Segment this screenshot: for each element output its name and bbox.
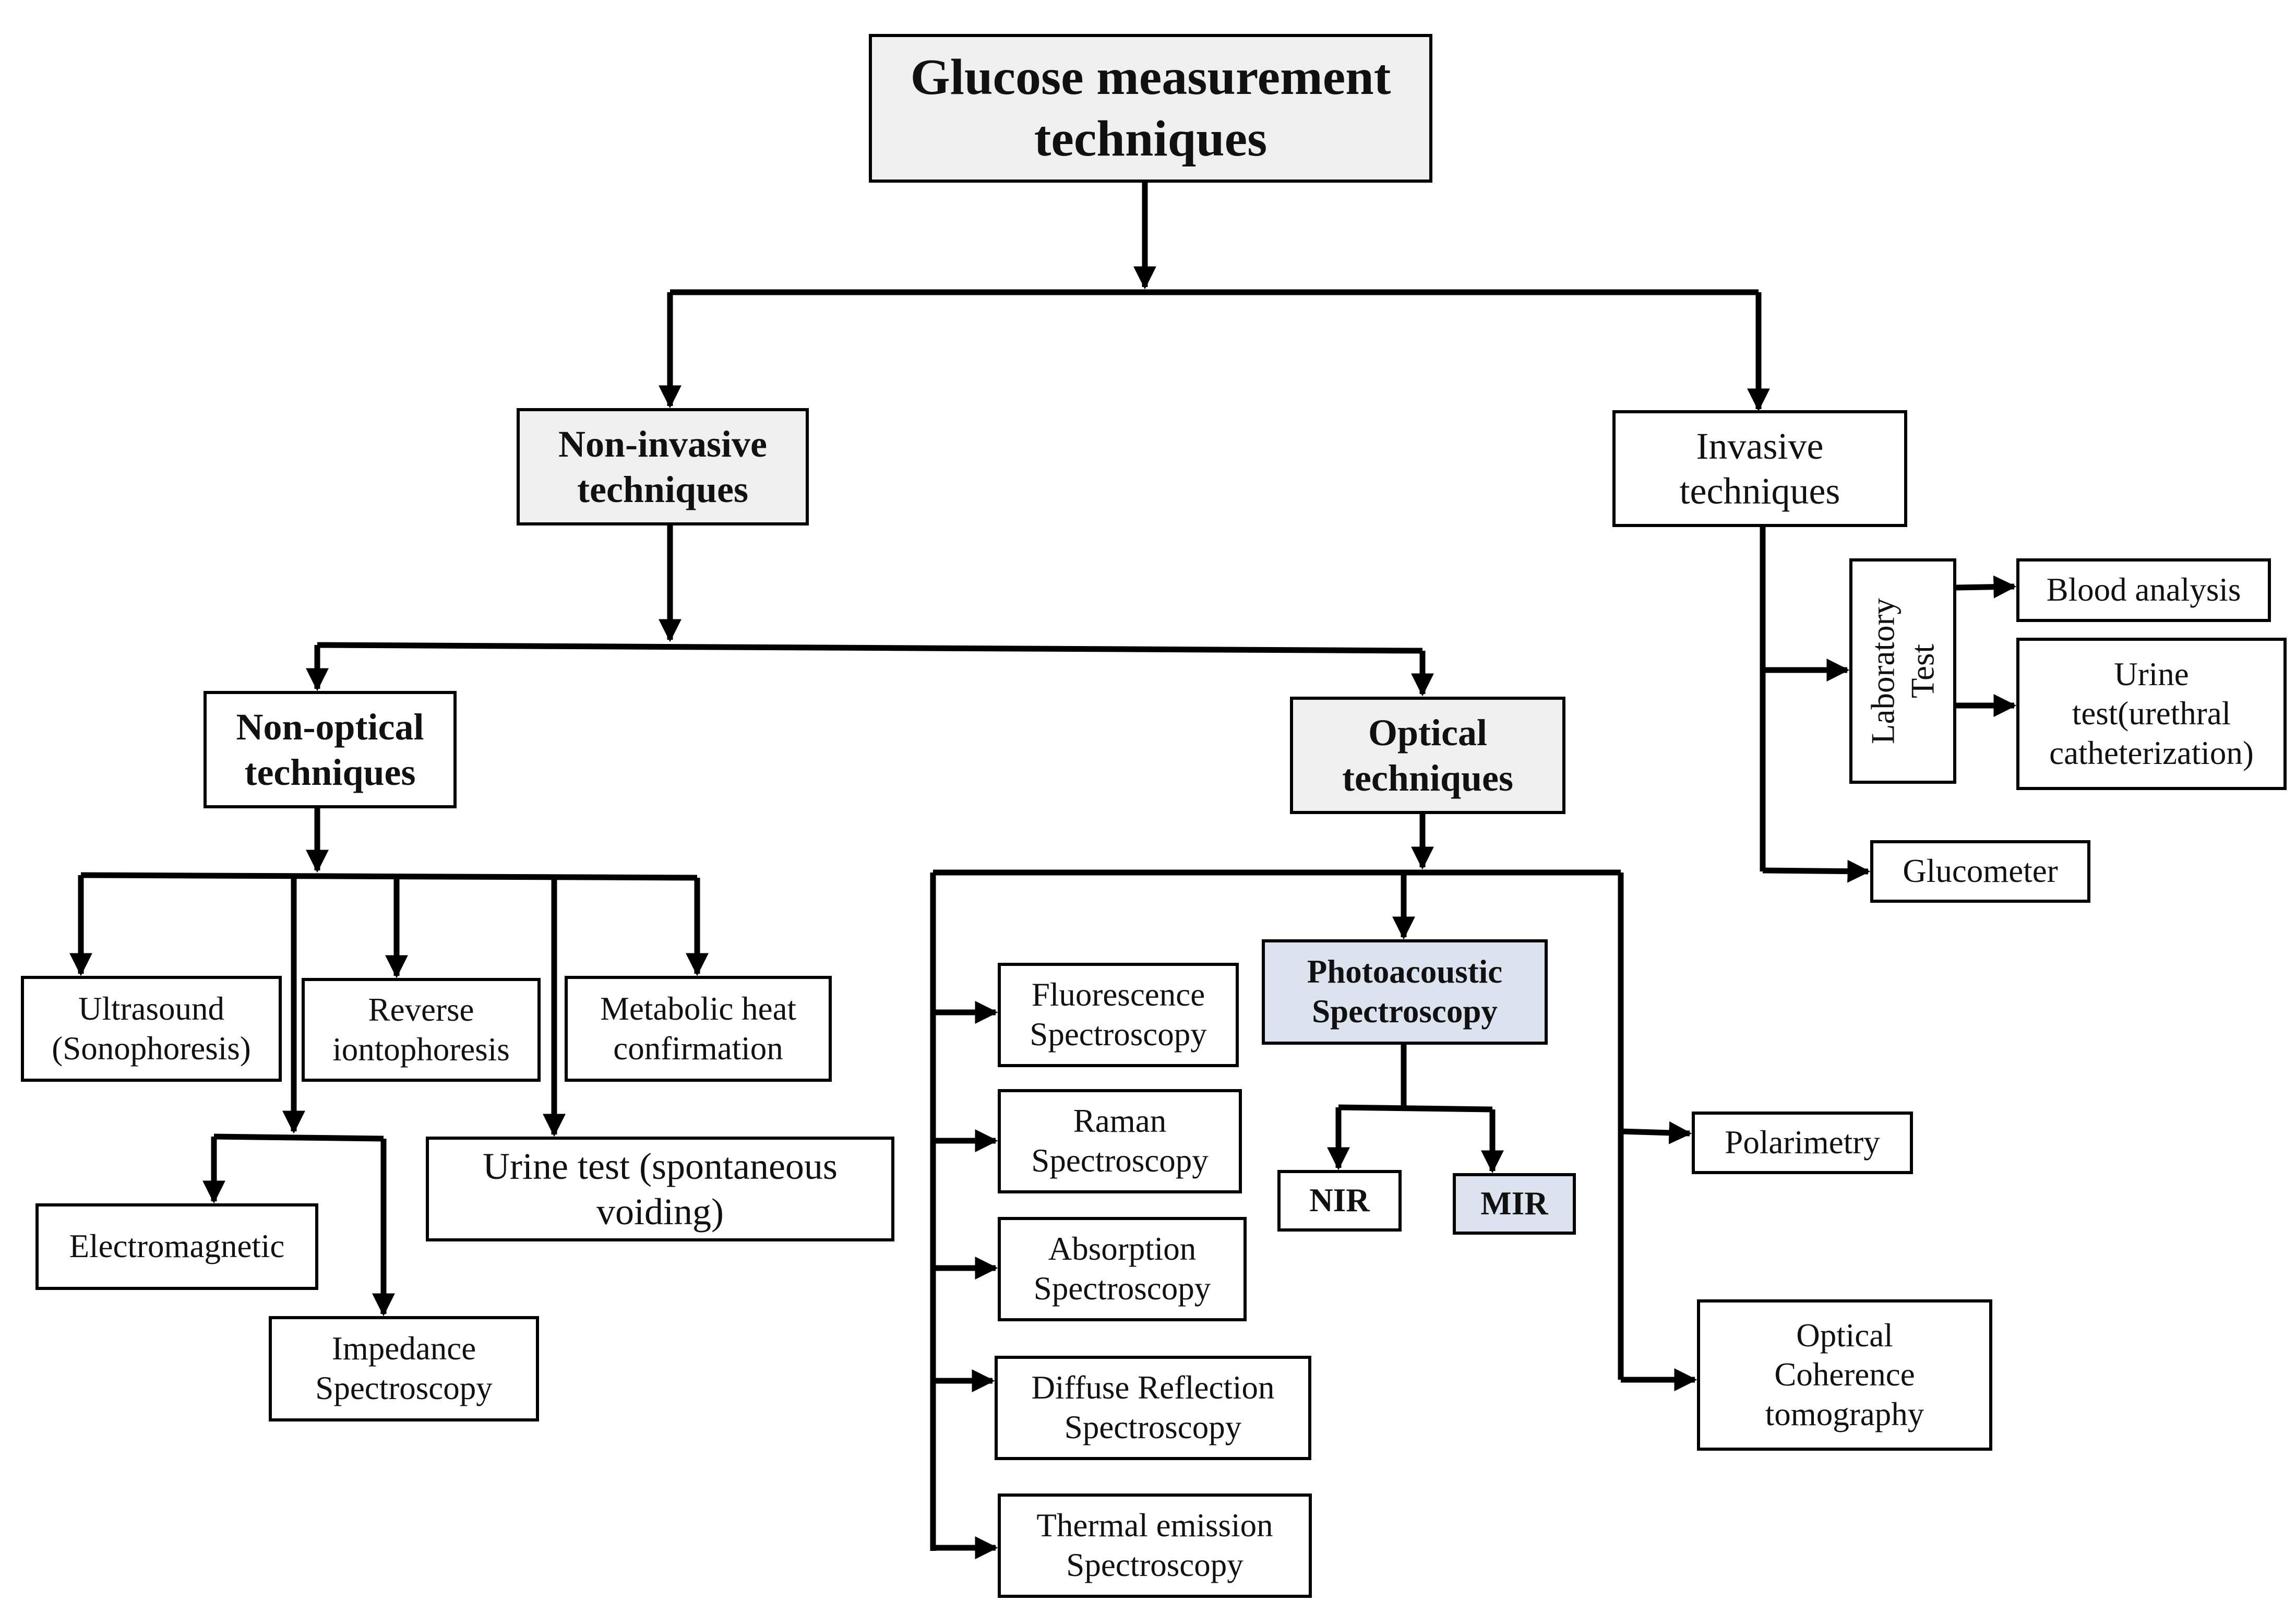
laboratory-test-label: Laboratory Test [1863, 598, 1942, 744]
glucometer-line1: Glucometer [1903, 853, 2058, 890]
metabolic-heat-line2: confirmation [613, 1030, 783, 1067]
laboratory-test-node: Laboratory Test [1849, 558, 1956, 784]
urine-catheter-line3: catheterization) [2049, 734, 2254, 771]
urine-test-spontaneous-node: Urine test (spontaneous voiding) [426, 1137, 894, 1241]
diffuse-reflection-line1: Diffuse Reflection [1031, 1369, 1275, 1406]
impedance-spectroscopy-node: Impedance Spectroscopy [269, 1316, 539, 1421]
urine-catheter-line2: test(urethral [2072, 695, 2231, 732]
nir-line1: NIR [1309, 1182, 1370, 1219]
oct-line3: tomography [1765, 1395, 1924, 1432]
ultrasound-line1: Ultrasound [78, 990, 224, 1027]
diffuse-reflection-line2: Spectroscopy [1064, 1409, 1242, 1445]
connector-to-polarimetry [1620, 1121, 1692, 1144]
absorption-line1: Absorption [1048, 1230, 1197, 1268]
reverse-iontophoresis-line1: Reverse [368, 991, 474, 1028]
connector-em-bar [213, 1133, 384, 1142]
urine-test-spontaneous-line1: Urine test (spontaneous [483, 1145, 838, 1188]
fluorescence-line1: Fluorescence [1031, 976, 1205, 1013]
oct-line2: Coherence [1774, 1356, 1915, 1393]
photoacoustic-line1: Photoacoustic [1307, 953, 1503, 990]
polarimetry-node: Polarimetry [1692, 1112, 1913, 1174]
fluorescence-line2: Spectroscopy [1030, 1016, 1207, 1053]
reverse-iontophoresis-line2: iontophoresis [332, 1031, 510, 1068]
thermal-emission-spectroscopy-node: Thermal emission Spectroscopy [998, 1493, 1312, 1598]
invasive-node: Invasive techniques [1612, 410, 1907, 527]
electromagnetic-line1: Electromagnetic [69, 1228, 285, 1265]
raman-line2: Spectroscopy [1031, 1142, 1209, 1179]
raman-spectroscopy-node: Raman Spectroscopy [998, 1089, 1242, 1193]
root-node-line2: techniques [1034, 110, 1267, 167]
fluorescence-spectroscopy-node: Fluorescence Spectroscopy [998, 963, 1239, 1067]
electromagnetic-node: Electromagnetic [35, 1203, 318, 1290]
invasive-line2: techniques [1679, 470, 1840, 512]
connector-non-optical-bar [80, 872, 698, 881]
urine-catheterization-node: Urine test(urethral catheterization) [2016, 638, 2287, 790]
mir-node: MIR [1453, 1173, 1576, 1235]
diffuse-reflection-spectroscopy-node: Diffuse Reflection Spectroscopy [995, 1356, 1311, 1460]
ultrasound-line2: (Sonophoresis) [52, 1030, 251, 1067]
non-invasive-node: Non-invasive techniques [517, 408, 809, 525]
absorption-spectroscopy-node: Absorption Spectroscopy [998, 1217, 1247, 1321]
optical-line2: techniques [1342, 757, 1514, 799]
laboratory-line2: Test [1904, 643, 1941, 699]
metabolic-heat-line1: Metabolic heat [600, 990, 797, 1027]
invasive-line1: Invasive [1696, 425, 1824, 467]
glucometer-node: Glucometer [1870, 840, 2090, 903]
thermal-emission-line1: Thermal emission [1036, 1507, 1273, 1544]
metabolic-heat-node: Metabolic heat confirmation [565, 976, 832, 1082]
laboratory-line1: Laboratory [1864, 598, 1901, 744]
non-invasive-line2: techniques [577, 468, 749, 510]
connector-to-blood [1955, 575, 2017, 599]
non-optical-node: Non-optical techniques [204, 691, 457, 808]
optical-coherence-tomography-node: Optical Coherence tomography [1697, 1299, 1992, 1451]
ultrasound-node: Ultrasound (Sonophoresis) [21, 976, 282, 1082]
blood-analysis-line1: Blood analysis [2046, 571, 2241, 608]
photoacoustic-spectroscopy-node: Photoacoustic Spectroscopy [1262, 939, 1548, 1045]
photoacoustic-line2: Spectroscopy [1312, 993, 1498, 1030]
polarimetry-line1: Polarimetry [1725, 1124, 1880, 1161]
root-node: Glucose measurement techniques [869, 34, 1432, 183]
optical-node: Optical techniques [1290, 697, 1565, 814]
optical-line1: Optical [1368, 712, 1487, 754]
urine-test-spontaneous-line2: voiding) [596, 1190, 724, 1233]
raman-line1: Raman [1073, 1103, 1167, 1140]
reverse-iontophoresis-node: Reverse iontophoresis [302, 978, 541, 1082]
connector-nir-mir-bar [1338, 1104, 1493, 1113]
non-optical-line1: Non-optical [236, 706, 424, 748]
mir-line1: MIR [1480, 1185, 1548, 1222]
non-invasive-line1: Non-invasive [558, 423, 768, 465]
blood-analysis-node: Blood analysis [2016, 558, 2271, 622]
nir-node: NIR [1277, 1170, 1402, 1232]
connector-to-glucometer [1762, 859, 1871, 883]
impedance-line2: Spectroscopy [315, 1370, 493, 1406]
non-optical-line2: techniques [244, 751, 416, 793]
urine-catheter-line1: Urine [2114, 655, 2189, 692]
root-node-line1: Glucose measurement [910, 49, 1391, 105]
impedance-line1: Impedance [331, 1330, 476, 1367]
oct-line1: Optical [1796, 1317, 1893, 1354]
connector-level2-bar [317, 642, 1423, 654]
thermal-emission-line2: Spectroscopy [1066, 1547, 1243, 1583]
absorption-line2: Spectroscopy [1033, 1270, 1211, 1307]
